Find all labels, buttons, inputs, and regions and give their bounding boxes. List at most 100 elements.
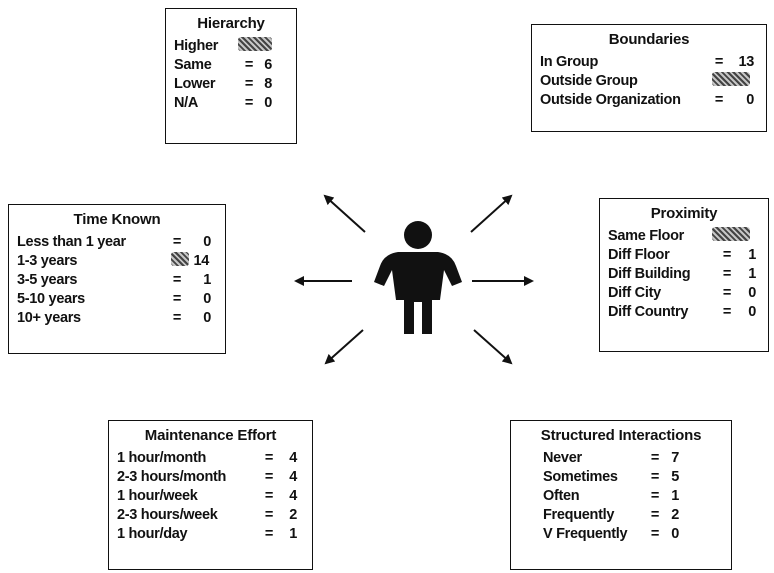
proximity-row: Diff Floor = 1: [608, 246, 760, 265]
row-equals: =: [264, 507, 274, 523]
arrow-up-right: [470, 194, 513, 233]
row-equals: =: [244, 95, 254, 111]
row-label: V Frequently: [543, 526, 628, 542]
row-equals: =: [722, 247, 732, 263]
row-label: Lower: [174, 76, 216, 92]
structured-row: V Frequently = 0: [519, 525, 723, 544]
row-equals: =: [264, 450, 274, 466]
row-label: 10+ years: [17, 310, 81, 326]
row-label: In Group: [540, 54, 599, 70]
row-value: 8: [264, 76, 272, 92]
row-value: 7: [671, 450, 679, 466]
row-value: 0: [746, 92, 754, 108]
boundaries-row-in-group: In Group = 13: [540, 53, 758, 72]
row-label: Diff Floor: [608, 247, 670, 263]
row-equals: =: [172, 291, 182, 307]
proximity-row: Diff Building = 1: [608, 265, 760, 284]
maintenance-row: 1 hour/day = 1: [117, 525, 304, 544]
structured-interactions-box: Structured Interactions Never = 7 Someti…: [510, 420, 732, 570]
row-label: Never: [543, 450, 582, 466]
row-value: 0: [264, 95, 272, 111]
hierarchy-row-na: N/A = 0: [174, 94, 288, 113]
row-label: Higher: [174, 38, 219, 54]
boundaries-row-outside-org: Outside Organization = 0: [540, 91, 758, 110]
hierarchy-row-higher: Higher: [174, 37, 288, 56]
obscured-mark: [171, 252, 189, 266]
arrow-down-right: [473, 329, 513, 365]
row-equals: =: [264, 469, 274, 485]
structured-row: Never = 7: [519, 449, 723, 468]
row-label: 5-10 years: [17, 291, 85, 307]
boundaries-title: Boundaries: [608, 31, 690, 48]
boundaries-row-outside-group: Outside Group: [540, 72, 758, 91]
row-value: 4: [289, 450, 297, 466]
time-known-row: 5-10 years = 0: [17, 290, 217, 309]
row-value: 1: [203, 272, 211, 288]
row-value: 0: [203, 310, 211, 326]
maintenance-row: 2-3 hours/week = 2: [117, 506, 304, 525]
row-label: 1 hour/month: [117, 450, 207, 466]
row-label: Diff Country: [608, 304, 689, 320]
row-label: Less than 1 year: [17, 234, 126, 250]
row-value: 4: [289, 488, 297, 504]
hierarchy-row-same: Same = 6: [174, 56, 288, 75]
row-value: 14: [193, 253, 209, 269]
row-label: Diff Building: [608, 266, 691, 282]
row-label: 3-5 years: [17, 272, 78, 288]
time-known-row: 1-3 years 14: [17, 252, 217, 271]
row-value: 5: [671, 469, 679, 485]
row-equals: =: [722, 304, 732, 320]
row-value: 6: [264, 57, 272, 73]
proximity-box: Proximity Same Floor Diff Floor = 1 Diff…: [599, 198, 769, 352]
row-value: 0: [203, 234, 211, 250]
structured-row: Frequently = 2: [519, 506, 723, 525]
row-equals: =: [264, 526, 274, 542]
maintenance-box: Maintenance Effort 1 hour/month = 4 2-3 …: [108, 420, 313, 570]
maintenance-row: 1 hour/month = 4: [117, 449, 304, 468]
obscured-value: [712, 227, 750, 241]
row-equals: =: [650, 488, 660, 504]
arrow-down-left: [324, 329, 364, 365]
maintenance-title: Maintenance Effort: [144, 427, 277, 444]
row-label: Frequently: [543, 507, 615, 523]
row-value: 0: [671, 526, 679, 542]
hierarchy-title: Hierarchy: [197, 15, 265, 32]
row-value: 4: [289, 469, 297, 485]
row-label: Outside Group: [540, 73, 638, 89]
time-known-row: 10+ years = 0: [17, 309, 217, 328]
row-value: 0: [748, 304, 756, 320]
row-label: 2-3 hours/month: [117, 469, 227, 485]
maintenance-row: 1 hour/week = 4: [117, 487, 304, 506]
row-label: 1-3 years: [17, 253, 78, 269]
time-known-row: 3-5 years = 1: [17, 271, 217, 290]
obscured-value: [238, 37, 272, 51]
row-value: 1: [671, 488, 679, 504]
row-label: N/A: [174, 95, 199, 111]
hierarchy-box: Hierarchy Higher Same = 6 Lower = 8 N/A …: [165, 8, 297, 144]
row-equals: =: [714, 54, 724, 70]
hierarchy-row-lower: Lower = 8: [174, 75, 288, 94]
row-label: Same Floor: [608, 228, 684, 244]
row-value: 1: [748, 247, 756, 263]
row-equals: =: [172, 234, 182, 250]
time-known-title: Time Known: [73, 211, 161, 228]
row-value: 1: [748, 266, 756, 282]
row-equals: =: [264, 488, 274, 504]
row-value: 2: [289, 507, 297, 523]
row-equals: =: [714, 92, 724, 108]
row-equals: =: [722, 285, 732, 301]
person-icon: [374, 221, 462, 334]
row-equals: =: [650, 469, 660, 485]
obscured-value: [712, 72, 750, 86]
time-known-box: Time Known Less than 1 year = 0 1-3 year…: [8, 204, 226, 354]
row-label: 1 hour/day: [117, 526, 188, 542]
row-equals: =: [172, 272, 182, 288]
structured-row: Sometimes = 5: [519, 468, 723, 487]
arrow-up-left: [323, 194, 366, 233]
row-equals: =: [650, 507, 660, 523]
row-value: 0: [203, 291, 211, 307]
row-label: Diff City: [608, 285, 661, 301]
row-label: Often: [543, 488, 580, 504]
time-known-row: Less than 1 year = 0: [17, 233, 217, 252]
